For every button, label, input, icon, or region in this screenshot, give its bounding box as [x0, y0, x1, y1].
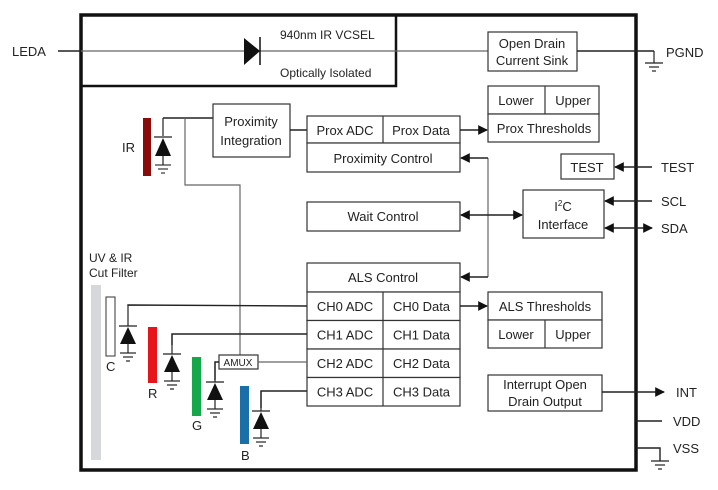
- i2c-label-2: Interface: [538, 217, 589, 232]
- ir-photodiode-icon: [154, 118, 172, 174]
- r-label: R: [148, 386, 157, 401]
- test-block-label: TEST: [570, 160, 603, 175]
- vcsel-subtitle: Optically Isolated: [280, 66, 371, 80]
- vcsel-diode-icon: [244, 37, 261, 65]
- ir-photodiode-bar: [143, 118, 151, 176]
- prox-threshold-upper: Upper: [555, 93, 591, 108]
- ch3-data: CH3 Data: [393, 385, 451, 400]
- pin-leda: LEDA: [12, 44, 46, 59]
- i2c-interface: [522, 189, 605, 239]
- b-photodiode-bar: [240, 386, 249, 444]
- vcsel-compartment: [81, 15, 398, 88]
- ir-label: IR: [122, 140, 135, 155]
- interrupt-label-1: Interrupt Open: [503, 377, 587, 392]
- i2c-label-1: I2C: [554, 199, 571, 214]
- pin-vdd: VDD: [673, 414, 700, 429]
- b-label: B: [241, 448, 250, 463]
- open-drain-current-sink: [487, 31, 578, 72]
- vcsel-title: 940nm IR VCSEL: [280, 28, 375, 42]
- open-drain-label-1: Open Drain: [499, 36, 565, 51]
- interrupt-label-2: Drain Output: [508, 394, 582, 409]
- prox-thresholds-label: Prox Thresholds: [497, 121, 592, 136]
- ch2-data: CH2 Data: [393, 356, 451, 371]
- pin-int: INT: [676, 385, 697, 400]
- g-photodiode-icon: [206, 362, 224, 418]
- pgnd-ground-icon: [645, 51, 663, 72]
- uv-ir-cut-filter: [91, 285, 101, 460]
- ch3-wire: [260, 390, 307, 408]
- als-threshold-lower: Lower: [498, 327, 534, 342]
- interrupt-open-drain-output: [487, 374, 603, 412]
- filter-label-2: Cut Filter: [89, 266, 138, 280]
- ch0-adc: CH0 ADC: [317, 299, 373, 314]
- vss-ground-icon: [651, 460, 669, 470]
- g-photodiode-bar: [192, 357, 201, 416]
- vss-wire: [636, 447, 661, 461]
- wait-control: [306, 201, 461, 232]
- g-to-amux-wire: [214, 361, 219, 380]
- proximity-control-label: Proximity Control: [334, 151, 433, 166]
- ir-to-amux-wire: [184, 118, 241, 355]
- ch1-adc: CH1 ADC: [317, 328, 373, 343]
- r-photodiode-bar: [148, 327, 157, 383]
- ch3-adc: CH3 ADC: [317, 385, 373, 400]
- prox-threshold-bounds: [487, 85, 600, 115]
- filter-label-1: UV & IR: [89, 251, 133, 265]
- pin-test: TEST: [661, 160, 694, 175]
- pin-scl: SCL: [661, 194, 686, 209]
- chip-outline: [79, 13, 638, 472]
- prox-thresholds: [487, 113, 600, 143]
- proximity-integration-label-2: Integration: [220, 133, 281, 148]
- pin-vss: VSS: [673, 441, 699, 456]
- amux-label: AMUX: [224, 358, 253, 369]
- proximity-integration: [212, 103, 291, 158]
- c-photodiode-icon: [119, 306, 137, 362]
- als-thresholds-label: ALS Thresholds: [499, 299, 592, 314]
- test-block: [560, 153, 615, 180]
- prox-threshold-lower: Lower: [498, 93, 534, 108]
- pin-sda: SDA: [661, 221, 688, 236]
- als-thresholds: [487, 291, 603, 321]
- pin-pgnd: PGND: [666, 45, 704, 60]
- prox-adc: Prox ADC: [316, 123, 373, 138]
- c-label: C: [106, 359, 115, 374]
- ch0-data: CH0 Data: [393, 299, 451, 314]
- ch2-adc: CH2 ADC: [317, 356, 373, 371]
- als-control-label: ALS Control: [348, 270, 418, 285]
- ch0-wire: [127, 304, 308, 307]
- open-drain-label-2: Current Sink: [496, 53, 569, 68]
- prox-data: Prox Data: [392, 123, 451, 138]
- proximity-integration-label-1: Proximity: [224, 114, 278, 129]
- g-label: G: [192, 418, 202, 433]
- ch1-wire: [171, 333, 307, 345]
- ch1-data: CH1 Data: [393, 328, 451, 343]
- c-photodiode-bar: [105, 296, 116, 357]
- proximity-control: [306, 142, 461, 173]
- als-threshold-upper: Upper: [555, 327, 591, 342]
- wait-control-label: Wait Control: [347, 209, 418, 224]
